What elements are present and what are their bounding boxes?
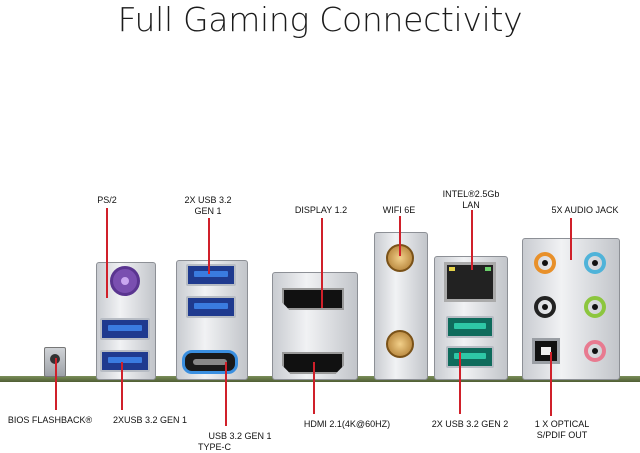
label-wifi: WIFI 6E bbox=[382, 205, 416, 215]
label-optical-line1: 1 X OPTICAL bbox=[534, 419, 590, 429]
usb-typec-port bbox=[182, 350, 238, 374]
usb-port-mid-2 bbox=[186, 296, 236, 318]
leader-typec bbox=[225, 362, 227, 426]
leader-display bbox=[321, 218, 323, 308]
lan-led-icon bbox=[485, 267, 491, 271]
ps2-port bbox=[110, 266, 140, 296]
label-audio: 5X AUDIO JACK bbox=[551, 205, 619, 215]
leader-optical bbox=[550, 352, 552, 416]
label-typec-line1: USB 3.2 GEN 1 bbox=[208, 431, 272, 441]
label-usb-gen1-top-line1: 2X USB 3.2 bbox=[184, 195, 232, 205]
optical-shutter-icon bbox=[541, 347, 551, 355]
usb-port-mid-1 bbox=[186, 264, 236, 286]
usb-gen2-port-2 bbox=[446, 346, 494, 368]
ps2-pins-icon bbox=[121, 277, 129, 285]
leader-usb-bottom-left bbox=[121, 362, 123, 410]
leader-usb-gen2 bbox=[459, 352, 461, 414]
usb-port-left-1 bbox=[100, 318, 150, 340]
lan-port bbox=[444, 262, 496, 302]
optical-spdif-port bbox=[532, 338, 560, 364]
label-usb-gen2: 2X USB 3.2 GEN 2 bbox=[431, 419, 509, 429]
usb-gen2-port-1 bbox=[446, 316, 494, 338]
label-usb-bottom-left: 2XUSB 3.2 GEN 1 bbox=[112, 415, 188, 425]
lan-led-icon bbox=[449, 267, 455, 271]
leader-lan bbox=[471, 210, 473, 270]
usb-port-left-2 bbox=[100, 350, 150, 372]
audio-jack-blue bbox=[584, 252, 606, 274]
label-optical-line2: S/PDIF OUT bbox=[536, 430, 588, 440]
audio-jack-green bbox=[584, 296, 606, 318]
leader-wifi bbox=[399, 216, 401, 256]
label-hdmi: HDMI 2.1(4K@60HZ) bbox=[303, 419, 391, 429]
label-lan-line1: INTEL®2.5Gb bbox=[442, 189, 500, 199]
label-display: DISPLAY 1.2 bbox=[294, 205, 348, 215]
audio-jack-black bbox=[534, 296, 556, 318]
audio-jack-pink bbox=[584, 340, 606, 362]
audio-jack-orange bbox=[534, 252, 556, 274]
page-title: Full Gaming Connectivity bbox=[117, 0, 523, 39]
leader-usb-gen1-top bbox=[208, 218, 210, 274]
leader-ps2 bbox=[106, 208, 108, 298]
label-bios: BIOS FLASHBACK® bbox=[7, 415, 93, 425]
leader-audio bbox=[570, 218, 572, 260]
label-typec-line2: TYPE-C bbox=[198, 442, 232, 452]
typec-tongue-icon bbox=[193, 359, 227, 365]
leader-bios bbox=[55, 358, 57, 410]
displayport-port bbox=[282, 288, 344, 310]
leader-hdmi bbox=[313, 362, 315, 414]
label-usb-gen1-top-line2: GEN 1 bbox=[194, 206, 222, 216]
wifi-antenna-connector-2 bbox=[386, 330, 414, 358]
label-ps2: PS/2 bbox=[97, 195, 117, 205]
label-lan-line2: LAN bbox=[462, 200, 480, 210]
